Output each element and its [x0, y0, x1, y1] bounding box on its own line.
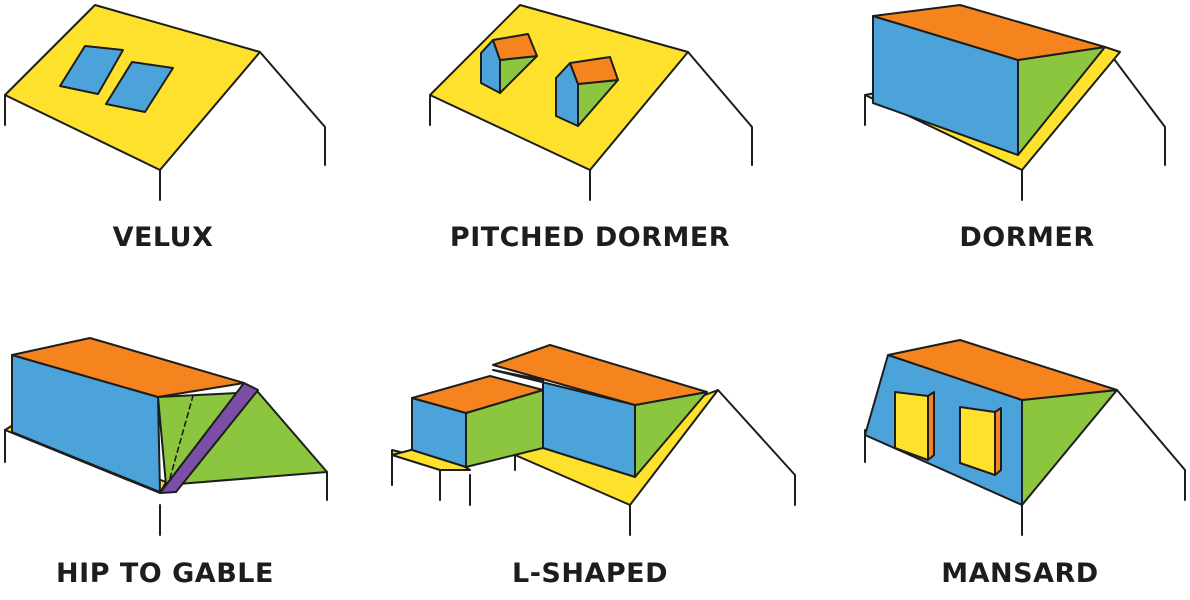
hip-to-gable-label: HIP TO GABLE [56, 558, 274, 589]
extension-side [634, 391, 708, 478]
pitched-dormer-illustration [429, 4, 753, 201]
skylight-window [59, 45, 124, 95]
mansard-label: MANSARD [941, 558, 1099, 589]
l-shaped-label: L-SHAPED [512, 558, 668, 589]
velux-illustration [4, 4, 326, 201]
mansard-window [959, 406, 996, 476]
house-outline [429, 51, 753, 201]
dormer-roof [569, 56, 619, 85]
mansard-illustration [864, 339, 1186, 536]
mansard-window [994, 407, 1002, 476]
hip-line [169, 377, 199, 479]
dormer-roof [872, 4, 1106, 61]
l-shaped-illustration [391, 344, 796, 536]
extension-roof [492, 344, 708, 406]
rear-extension-roof [411, 375, 544, 414]
dormer-label: DORMER [959, 222, 1095, 253]
mansard-window [894, 391, 929, 461]
mansard-top [887, 339, 1118, 401]
mansard-slope [1021, 389, 1118, 506]
house-outline [4, 51, 326, 201]
extension-roof [11, 337, 245, 398]
house-outline [864, 46, 1166, 201]
house-outline [391, 389, 796, 536]
skylight-window [105, 61, 174, 113]
hip-to-gable-illustration [4, 337, 328, 536]
velux-label: VELUX [112, 222, 214, 253]
dormer-roof [492, 33, 538, 61]
house-outline [4, 429, 328, 536]
pitched-dormer-label: PITCHED DORMER [449, 222, 731, 253]
dormer-side [1017, 46, 1106, 156]
gable-edge-strip [159, 382, 259, 494]
dormer-illustration [864, 4, 1166, 201]
mansard-window [927, 391, 935, 461]
